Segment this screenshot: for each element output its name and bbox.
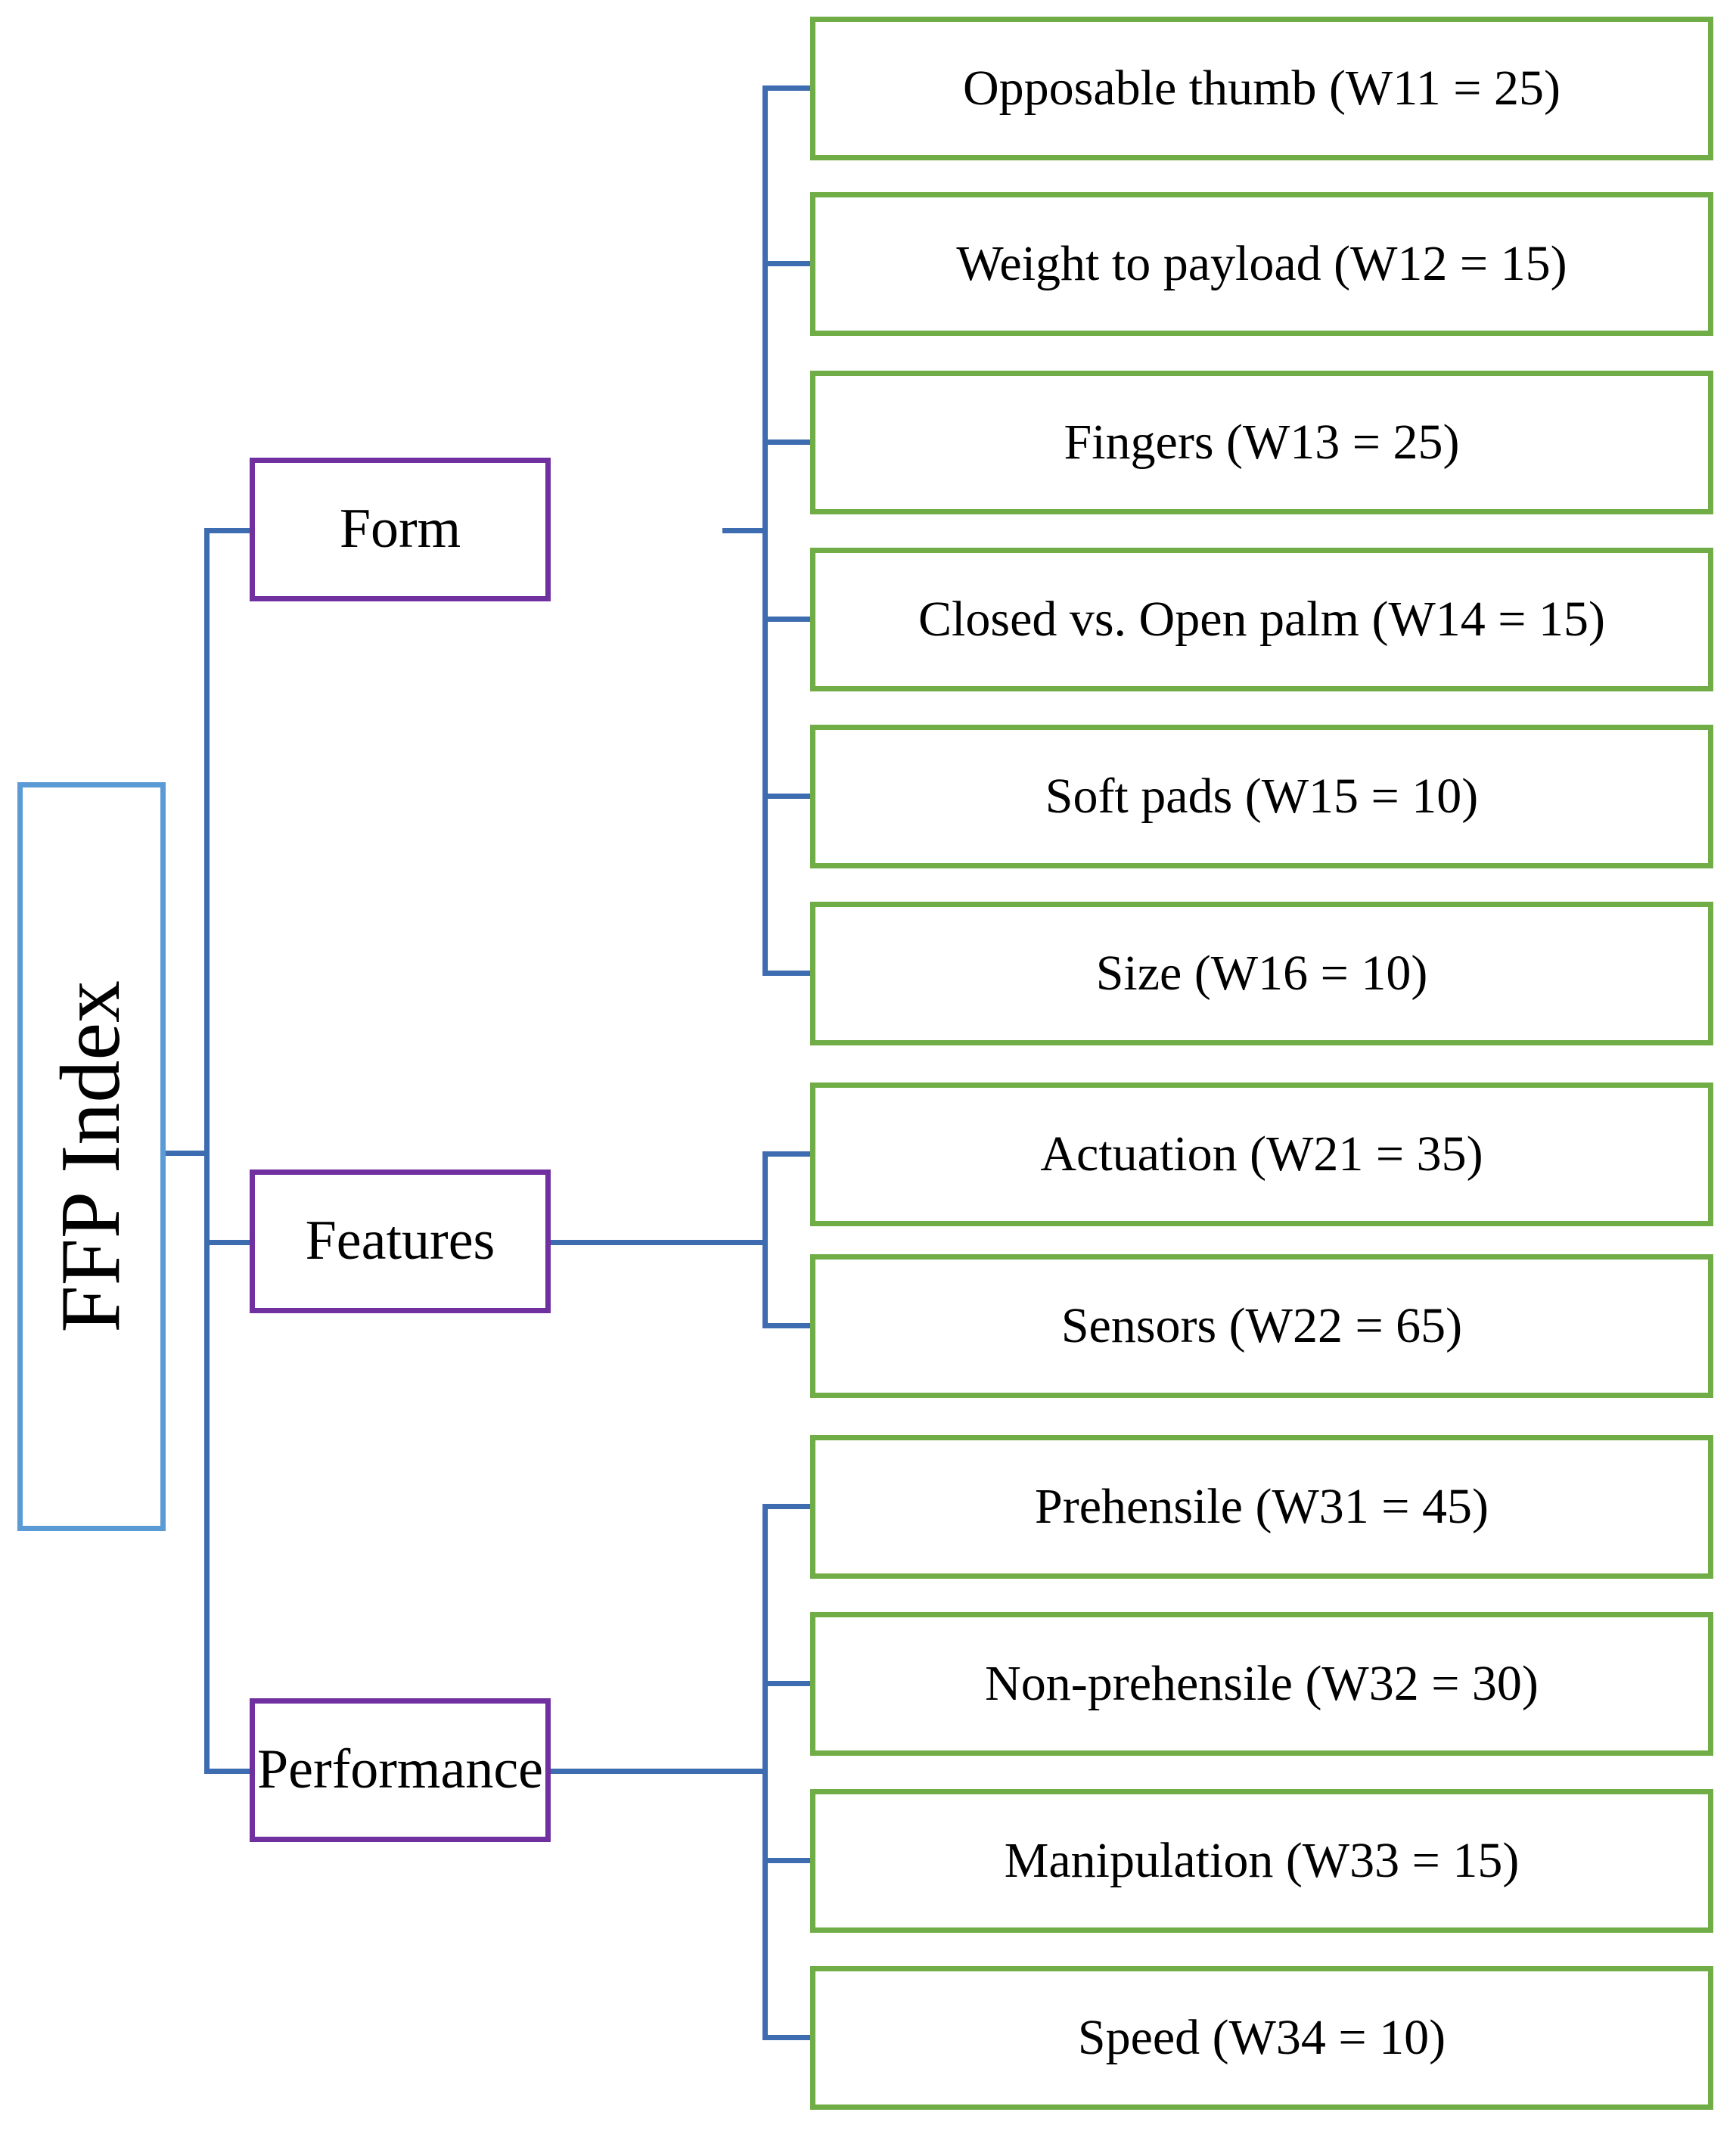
connector-root-to-trunk	[164, 1151, 210, 1156]
category-node-performance[interactable]: Performance	[250, 1698, 551, 1842]
connector-form-child-4	[762, 617, 812, 622]
connector-performance-to-branch	[549, 1769, 768, 1774]
connector-performance-child-3	[762, 1858, 812, 1863]
connector-trunk-to-performance	[204, 1769, 251, 1774]
leaf-node-actuation[interactable]: Actuation (W21 = 35)	[810, 1083, 1713, 1226]
leaf-node-label: Fingers (W13 = 25)	[1064, 415, 1460, 471]
connector-form-child-1	[762, 85, 812, 91]
connector-features-child-2	[762, 1323, 812, 1328]
leaf-node-fingers[interactable]: Fingers (W13 = 25)	[810, 371, 1713, 514]
connector-main-trunk	[204, 528, 210, 1774]
leaf-node-label: Closed vs. Open palm (W14 = 15)	[918, 592, 1605, 648]
category-node-label: Performance	[256, 1738, 544, 1801]
connector-performance-branch-trunk	[762, 1504, 768, 2037]
leaf-node-label: Non-prehensile (W32 = 30)	[985, 1656, 1539, 1712]
category-node-form[interactable]: Form	[250, 458, 551, 601]
category-node-features[interactable]: Features	[250, 1170, 551, 1313]
leaf-node-label: Prehensile (W31 = 45)	[1035, 1479, 1489, 1535]
connector-trunk-to-form	[204, 528, 251, 533]
connector-features-to-branch	[549, 1240, 768, 1245]
leaf-node-non-prehensile[interactable]: Non-prehensile (W32 = 30)	[810, 1612, 1713, 1756]
leaf-node-prehensile[interactable]: Prehensile (W31 = 45)	[810, 1435, 1713, 1579]
root-node-label: FFP Index	[44, 980, 138, 1333]
leaf-node-weight-to-payload[interactable]: Weight to payload (W12 = 15)	[810, 192, 1713, 336]
connector-performance-child-2	[762, 1681, 812, 1686]
connector-performance-child-1	[762, 1504, 812, 1509]
connector-trunk-to-features	[204, 1240, 251, 1245]
connector-form-child-2	[762, 261, 812, 266]
connector-form-branch-trunk	[762, 85, 768, 976]
connector-performance-child-4	[762, 2035, 812, 2040]
connector-form-child-5	[762, 794, 812, 799]
leaf-node-manipulation[interactable]: Manipulation (W33 = 15)	[810, 1789, 1713, 1933]
root-node-ffp-index[interactable]: FFP Index	[17, 782, 166, 1531]
leaf-node-label: Speed (W34 = 10)	[1077, 2010, 1446, 2066]
leaf-node-opposable-thumb[interactable]: Opposable thumb (W11 = 25)	[810, 17, 1713, 160]
leaf-node-closed-vs-open-palm[interactable]: Closed vs. Open palm (W14 = 15)	[810, 548, 1713, 691]
leaf-node-label: Sensors (W22 = 65)	[1061, 1298, 1463, 1354]
leaf-node-label: Weight to payload (W12 = 15)	[956, 236, 1567, 292]
connector-form-to-branch	[722, 528, 768, 533]
leaf-node-label: Size (W16 = 10)	[1095, 946, 1428, 1002]
category-node-label: Features	[305, 1210, 495, 1272]
leaf-node-soft-pads[interactable]: Soft pads (W15 = 10)	[810, 725, 1713, 868]
category-node-label: Form	[339, 498, 461, 561]
leaf-node-label: Manipulation (W33 = 15)	[1004, 1833, 1520, 1889]
leaf-node-sensors[interactable]: Sensors (W22 = 65)	[810, 1254, 1713, 1398]
connector-features-branch-trunk	[762, 1151, 768, 1328]
connector-form-child-6	[762, 971, 812, 976]
leaf-node-label: Opposable thumb (W11 = 25)	[963, 61, 1561, 116]
leaf-node-label: Actuation (W21 = 35)	[1040, 1126, 1483, 1182]
leaf-node-speed[interactable]: Speed (W34 = 10)	[810, 1966, 1713, 2110]
leaf-node-label: Soft pads (W15 = 10)	[1045, 769, 1479, 825]
leaf-node-size[interactable]: Size (W16 = 10)	[810, 902, 1713, 1045]
connector-features-child-1	[762, 1151, 812, 1157]
connector-form-child-3	[762, 440, 812, 445]
